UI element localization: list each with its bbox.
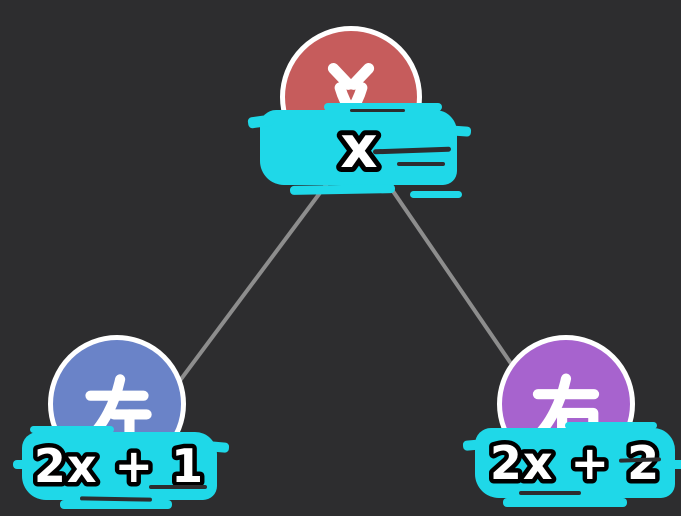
- brush-gap-streak: [397, 162, 445, 166]
- left-child-value-text-svg: 2x + 1: [29, 435, 207, 498]
- right-child-value-text-svg: 2x + 2: [485, 432, 663, 495]
- brush-streak: [666, 460, 681, 469]
- brush-streak: [503, 498, 627, 507]
- right-child-value-text: 2x + 2: [490, 436, 660, 490]
- parent-value-text: x: [340, 113, 377, 181]
- brush-streak: [206, 441, 230, 453]
- brush-streak: [60, 500, 172, 509]
- brush-gap-streak: [149, 485, 207, 489]
- brush-streak: [462, 439, 486, 451]
- brush-gap-streak: [519, 491, 581, 495]
- parent-char-stroke: [348, 62, 375, 90]
- brush-streak: [565, 422, 657, 429]
- brush-streak: [30, 426, 114, 433]
- brush-streak: [289, 184, 396, 195]
- left-child-value-text: 2x + 1: [34, 439, 204, 493]
- brush-streak: [324, 103, 442, 111]
- brush-streak: [13, 460, 31, 469]
- brush-gap-streak: [350, 109, 405, 112]
- brush-streak: [446, 125, 472, 137]
- left-child-value-label: 2x + 1: [13, 426, 230, 509]
- parent-value-text-svg: x: [335, 108, 382, 186]
- right-child-value-label: 2x + 2: [462, 422, 681, 507]
- parent-char-stroke: [327, 62, 354, 90]
- brush-streak: [410, 191, 462, 198]
- edge-parent-to-right-child: [371, 160, 538, 402]
- edge-parent-to-left-child: [156, 160, 345, 412]
- parent-value-label: x: [247, 103, 472, 198]
